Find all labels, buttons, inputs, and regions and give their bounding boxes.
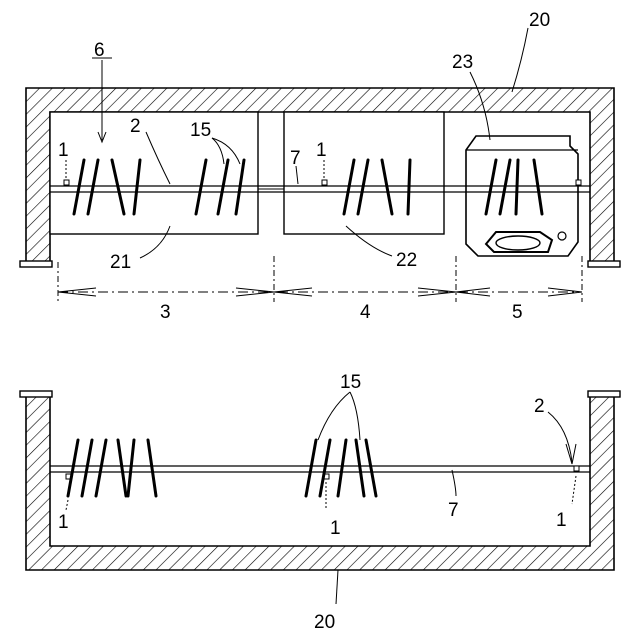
top-label-22: 22 [396, 250, 417, 271]
chamber-22 [284, 112, 444, 234]
top-label-4: 4 [360, 302, 371, 323]
camera-unit [466, 136, 578, 256]
top-label-5: 5 [512, 302, 523, 323]
bottom-figure: 15 2 1 1 7 1 20 [20, 372, 620, 633]
bottom-label-1c: 1 [556, 510, 567, 531]
bottom-label-1b: 1 [330, 518, 341, 539]
top-label-6: 6 [94, 40, 105, 61]
top-sensor-mid [322, 180, 327, 185]
bottom-label-2: 2 [534, 396, 545, 417]
top-figure: 20 6 23 1 2 15 7 1 21 22 3 4 5 [20, 10, 620, 323]
bottom-label-7: 7 [448, 500, 459, 521]
bottom-label-20: 20 [314, 612, 335, 633]
top-label-7: 7 [290, 148, 301, 169]
bottom-label-1a: 1 [58, 512, 69, 533]
top-zone-dimensions [58, 256, 582, 302]
top-label-15: 15 [190, 120, 211, 141]
top-label-1b: 1 [316, 140, 327, 161]
bottom-label-15: 15 [340, 372, 361, 393]
top-label-20: 20 [529, 10, 550, 31]
bottom-bristles-a [68, 440, 156, 496]
top-sensor-left [64, 180, 69, 185]
top-sensor-right [576, 180, 581, 185]
bottom-leaders [66, 392, 576, 604]
bottom-bristles-b [306, 440, 376, 496]
bottom-frame [20, 391, 620, 570]
top-label-21: 21 [110, 252, 131, 273]
top-label-23: 23 [452, 52, 473, 73]
top-label-2: 2 [130, 116, 141, 137]
bottom-sensor-right [574, 466, 579, 471]
top-label-1a: 1 [58, 140, 69, 161]
top-label-3: 3 [160, 302, 171, 323]
